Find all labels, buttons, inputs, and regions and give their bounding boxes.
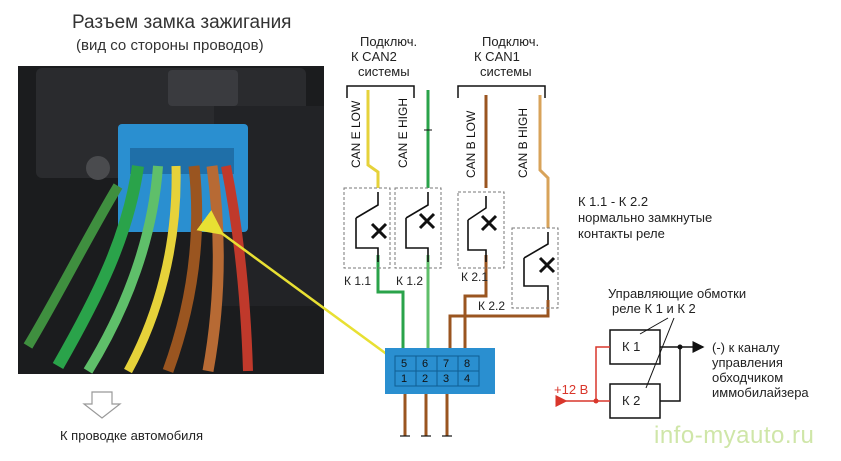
wire-can-b-high [538,95,550,228]
wiring-label: К проводке автомобиля [60,428,204,443]
pin-5: 5 [401,358,408,370]
can1-bracket [457,85,546,98]
diagram-title: Разъем замка зажигания [72,12,292,33]
relay-k21 [457,191,505,269]
pin-6: 6 [422,358,429,370]
pin-2: 2 [422,373,429,385]
relay-note-line3: контакты реле [578,226,665,241]
coil-k1-label: К 1 [622,339,641,354]
coil-k1 [609,329,661,365]
output-line4: иммобилайзера [712,385,809,400]
pin-8: 8 [464,358,471,370]
k22-label: К 2.2 [478,299,506,313]
coil-k2-label: К 2 [622,393,641,408]
pin-4: 4 [464,373,471,385]
can-e-low-label: CAN E LOW [349,100,363,168]
k21-label: К 2.1 [461,270,489,284]
relay-k11 [343,187,391,269]
pin-7: 7 [443,358,450,370]
power-label: +12 В [554,382,589,397]
relay-k12 [394,187,442,269]
can-e-high-label: CAN E HIGH [396,97,410,168]
pin-3: 3 [443,373,450,385]
diagram-subtitle: (вид со стороны проводов) [76,37,264,54]
k11-label: К 1.1 [344,274,372,288]
can2-label-line3: системы [358,64,410,79]
can2-bracket [346,85,415,98]
pin-1: 1 [401,373,408,385]
pointer-arrow [196,210,393,360]
can1-label-line2: К CAN1 [474,49,520,64]
relay-note-line1: К 1.1 - К 2.2 [578,194,649,209]
relay-note-line2: нормально замкнутые [578,210,713,225]
coil-k2 [609,383,661,419]
can2-label-line2: К CAN2 [351,49,397,64]
k12-label: К 1.2 [396,274,424,288]
watermark: info-myauto.ru [654,422,815,449]
can1-label-line1: Подключ. [482,34,540,49]
output-line3: обходчиком [712,370,784,385]
relay-k22 [511,227,559,309]
coils-label-line2: реле К 1 и К 2 [612,301,696,316]
connector-photo [18,66,324,374]
can1-label-line3: системы [480,64,532,79]
wire-can-e-low [366,90,380,188]
down-arrow-icon [82,391,122,419]
coils-label-line1: Управляющие обмотки [608,286,747,301]
can2-label-line1: Подключ. [360,34,418,49]
can-b-low-label: CAN B LOW [464,110,478,178]
output-line1: (-) к каналу [712,340,780,355]
can-b-high-label: CAN B HIGH [516,107,530,178]
output-line2: управления [712,355,783,370]
connector-block [385,348,495,394]
